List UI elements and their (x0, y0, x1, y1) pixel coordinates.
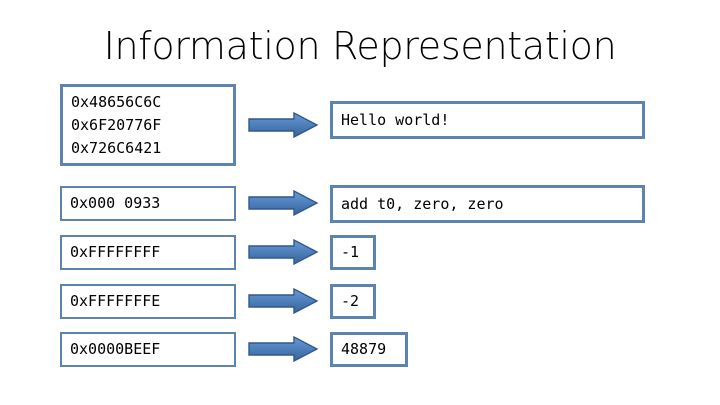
right-arrow-icon (248, 189, 318, 217)
result-box-5: 48879 (330, 332, 408, 367)
hex-source-box-3: 0xFFFFFFFF (60, 235, 236, 270)
hex-line: 0x0000BEEF (70, 340, 161, 358)
result-text: -1 (341, 243, 360, 261)
result-box-1: Hello world! (330, 101, 645, 139)
hex-line: 0xFFFFFFFF (70, 243, 161, 261)
right-arrow-icon (248, 335, 318, 363)
result-text: -2 (341, 292, 360, 310)
hex-source-box-1: 0x48656C6C 0x6F20776F 0x726C6421 (60, 84, 236, 166)
hex-source-box-2: 0x000 0933 (60, 186, 236, 221)
result-box-2: add t0, zero, zero (330, 185, 645, 223)
right-arrow-icon (248, 111, 318, 139)
result-box-3: -1 (330, 235, 376, 270)
result-text: Hello world! (341, 110, 450, 129)
page-title: Information Representation (103, 24, 617, 68)
result-text: add t0, zero, zero (341, 194, 504, 213)
result-text: 48879 (341, 340, 387, 358)
hex-line: 0x6F20776F (71, 115, 162, 134)
right-arrow-icon (248, 238, 318, 266)
result-box-4: -2 (330, 284, 376, 319)
hex-source-box-4: 0xFFFFFFFE (60, 284, 236, 319)
hex-line: 0x726C6421 (71, 138, 162, 157)
hex-source-box-5: 0x0000BEEF (60, 332, 236, 367)
hex-line: 0x000 0933 (70, 194, 161, 212)
right-arrow-icon (248, 287, 318, 315)
hex-line: 0x48656C6C (71, 92, 162, 111)
hex-line: 0xFFFFFFFE (70, 292, 161, 310)
